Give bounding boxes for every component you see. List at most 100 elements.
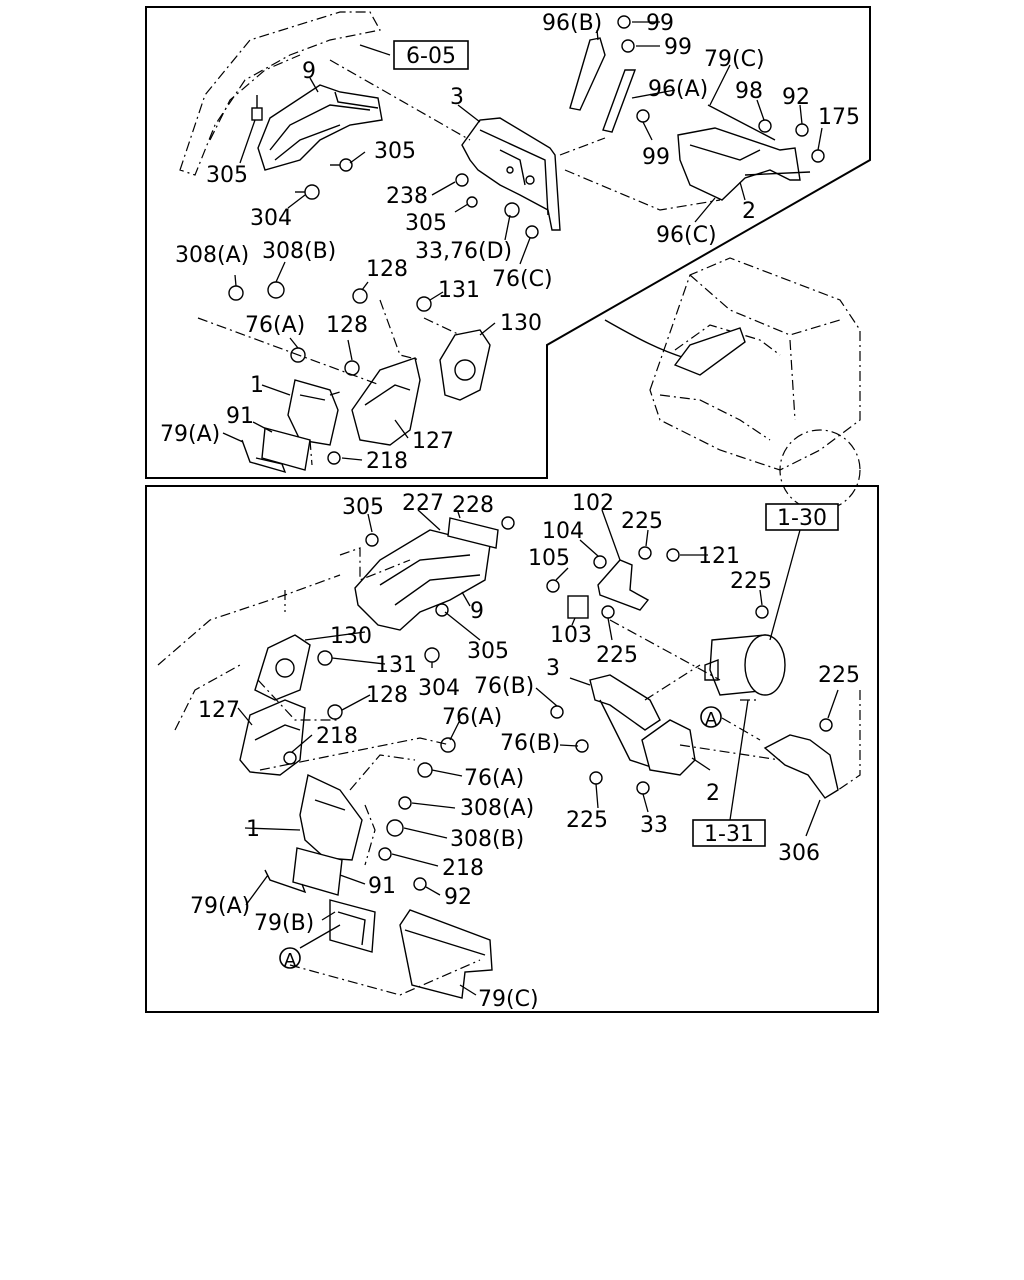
label-218-b: 218 (442, 856, 484, 881)
bolt-99-a (617, 15, 631, 29)
label-9: 9 (302, 59, 316, 84)
label-304: 304 (250, 206, 292, 231)
stay-96A (602, 69, 637, 133)
label-79B-b: 79(B) (254, 911, 314, 936)
bolt-98 (758, 119, 772, 133)
label-218: 218 (366, 449, 408, 474)
label-225-d: 225 (818, 663, 860, 688)
ref-label-1-31: 1-31 (704, 822, 754, 847)
part-127-top (351, 357, 421, 446)
bolt-131-top (416, 296, 432, 312)
label-308B-b: 308(B) (450, 827, 524, 852)
label-308B: 308(B) (262, 239, 336, 264)
label-79C-b: 79(C) (478, 987, 539, 1012)
part-127-bottom (239, 699, 306, 776)
bottom-leaders (237, 509, 861, 996)
washer-308B-bottom (386, 819, 404, 837)
bolt-76B-a (550, 705, 564, 719)
label-91: 91 (226, 404, 254, 429)
bolt-308A-bottom (398, 796, 412, 810)
label-103: 103 (550, 623, 592, 648)
top-labels: 9 3 96(B) 99 99 79(C) 96(A) 98 92 175 99… (160, 11, 860, 474)
bolt-308A-top (228, 285, 244, 301)
part-9-cover (257, 84, 383, 171)
label-1-b: 1 (246, 817, 260, 842)
part-2-step (677, 127, 811, 201)
label-175: 175 (818, 105, 860, 130)
label-121: 121 (698, 544, 740, 569)
label-128-b: 128 (326, 313, 368, 338)
part-79A-top (241, 439, 287, 474)
bolt-99-b (621, 39, 635, 53)
bolt-128a-top (352, 288, 368, 304)
part-3-bracket (461, 117, 561, 231)
label-76A-2: 76(A) (464, 766, 524, 791)
label-33-b: 33 (640, 813, 668, 838)
label-308A: 308(A) (175, 243, 249, 268)
stay-96B (569, 37, 606, 111)
nut-175 (811, 149, 825, 163)
part-91-bottom (292, 847, 343, 896)
bracket-102 (597, 559, 650, 611)
label-76A-1: 76(A) (442, 705, 502, 730)
part-79C-bottom (399, 909, 493, 999)
label-99-a: 99 (646, 11, 674, 36)
marker-A-1-label: A (705, 709, 718, 730)
label-2: 2 (742, 199, 756, 224)
label-96B: 96(B) (542, 11, 602, 36)
fastener-305c (466, 196, 478, 208)
part-79B-bottom (329, 899, 376, 953)
label-131-b: 131 (375, 653, 417, 678)
label-99-c: 99 (642, 145, 670, 170)
part-1-bottom (299, 773, 363, 861)
top-leaders (197, 21, 823, 466)
label-92: 92 (782, 85, 810, 110)
label-76B-2: 76(B) (500, 731, 560, 756)
label-225-c: 225 (596, 643, 638, 668)
marker-A-2: A (279, 947, 301, 971)
bolt-218-top (327, 451, 341, 465)
label-79A-b: 79(A) (190, 894, 250, 919)
label-2-b: 2 (706, 781, 720, 806)
marker-A-1: A (700, 706, 722, 730)
bolt-33 (636, 781, 650, 795)
label-3-b: 3 (546, 656, 560, 681)
label-96C: 96(C) (656, 223, 717, 248)
label-98: 98 (735, 79, 763, 104)
nut-225-d (819, 718, 833, 732)
bolt-76A-bottom-a (440, 737, 456, 753)
fastener-305-bottom-b (435, 603, 449, 617)
nut-225-c (601, 605, 615, 619)
label-130-b: 130 (330, 624, 372, 649)
top-panel: 6-05 9 3 96(B) 99 99 79(C) 96(A) 98 92 1… (145, 6, 871, 511)
fastener-305-top (251, 95, 263, 121)
label-225-e: 225 (566, 808, 608, 833)
nut-225-b (755, 605, 769, 619)
ref-box-1-30: 1-30 (765, 503, 839, 531)
label-227: 227 (402, 491, 444, 516)
fastener-238 (455, 173, 469, 187)
ref-box-1-31: 1-31 (692, 819, 766, 847)
bottom-panel-frame (145, 485, 879, 1013)
label-128-b: 128 (366, 683, 408, 708)
part-79C (707, 104, 776, 141)
part-91-top (261, 427, 311, 471)
part-1-top (287, 379, 339, 446)
label-76B-1: 76(B) (474, 674, 534, 699)
label-76A: 76(A) (245, 313, 305, 338)
part-306 (763, 734, 839, 799)
bottom-panel: A A (145, 485, 879, 1013)
bolt-104 (593, 555, 607, 569)
label-225-b: 225 (730, 569, 772, 594)
label-305-a: 305 (206, 163, 248, 188)
label-128-a: 128 (366, 257, 408, 282)
label-79A: 79(A) (160, 422, 220, 447)
label-305-c: 305 (405, 211, 447, 236)
plate-103 (567, 595, 589, 619)
label-105: 105 (528, 546, 570, 571)
label-306: 306 (778, 841, 820, 866)
part-130-top (439, 329, 491, 401)
bolt-218-bottom-b (378, 847, 392, 861)
bolt-76A-bottom-b (417, 762, 433, 778)
